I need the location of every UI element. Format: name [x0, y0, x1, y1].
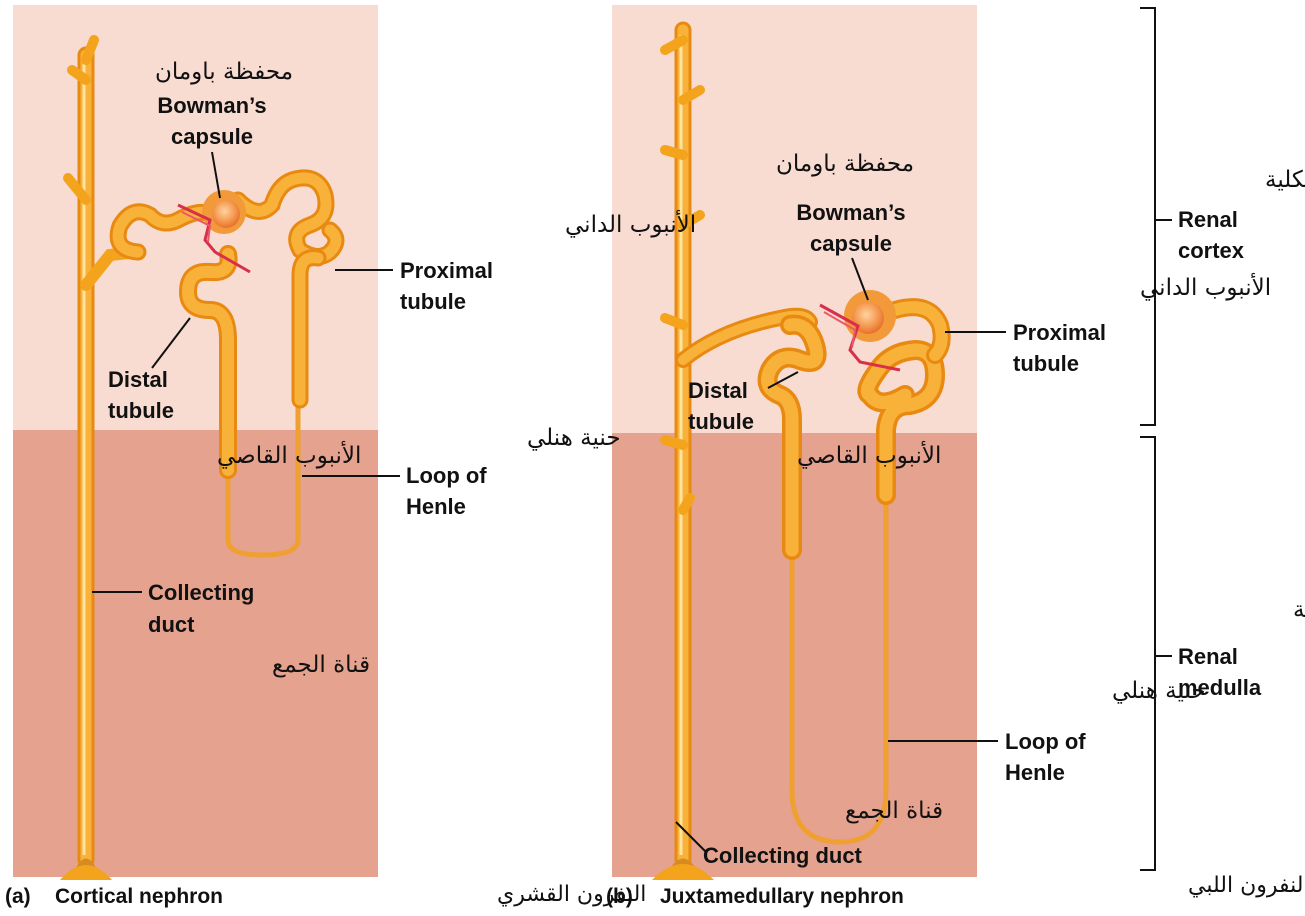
- panel-a-collecting-en-line1: Collecting: [148, 580, 254, 605]
- panel-b-proximal-ar: الأنبوب الداني: [1140, 273, 1271, 301]
- panel-b-caption-letter: (b): [606, 885, 633, 908]
- medulla-label-ar: لب الكلية: [1293, 597, 1305, 623]
- panel-a-distal-en-line1: Distal: [108, 367, 168, 392]
- panel-b-proximal-en-line2: tubule: [1013, 351, 1079, 376]
- medulla-label-en-line2: medulla: [1178, 675, 1262, 700]
- panel-b-bowman-ar: محفظة باومان: [776, 151, 914, 177]
- panel-a-loop-ar: حنية هنلي: [527, 425, 621, 451]
- panel-a-caption-en: Cortical nephron: [55, 885, 223, 908]
- panel-b-collecting-en: Collecting duct: [703, 843, 863, 868]
- panel-a-loop-en-line1: Loop of: [406, 463, 487, 488]
- panel-b-distal-en-line1: Distal: [688, 378, 748, 403]
- panel-a-caption-letter: (a): [5, 885, 31, 908]
- panel-a-proximal-ar: الأنبوب الداني: [565, 210, 696, 238]
- panel-b-distal-ar: الأنبوب القاصي: [797, 441, 941, 469]
- panel-b-collecting-ar: قناة الجمع: [845, 798, 943, 824]
- panel-a-distal-en-line2: tubule: [108, 398, 174, 423]
- panel-b-caption-ar: النفرون اللبي: [1188, 873, 1305, 898]
- panel-b-loop-en-line1: Loop of: [1005, 729, 1086, 754]
- panel-b-loop-en-line2: Henle: [1005, 760, 1065, 785]
- medulla-label-en-line1: Renal: [1178, 644, 1238, 669]
- panel-a-collecting-ar: قناة الجمع: [272, 652, 370, 678]
- panel-b-bowman-en-line1: Bowman’s: [796, 200, 905, 225]
- panel-a-collecting-en-line2: duct: [148, 612, 195, 637]
- panel-a-bowman-en-line1: Bowman’s: [157, 93, 266, 118]
- medulla-bracket: [1140, 437, 1155, 870]
- panel-b-proximal-en-line1: Proximal: [1013, 320, 1106, 345]
- cortex-label-en-line2: cortex: [1178, 238, 1245, 263]
- panel-a-bowman-ar: محفظة باومان: [155, 59, 293, 85]
- cortex-label-en-line1: Renal: [1178, 207, 1238, 232]
- cortex-bracket: [1140, 8, 1155, 425]
- panel-a-proximal-en-line1: Proximal: [400, 258, 493, 283]
- panel-a-bowman-en-line2: capsule: [171, 124, 253, 149]
- panel-b-bowman-en-line2: capsule: [810, 231, 892, 256]
- cortex-label-ar: قشرة الكلية: [1265, 167, 1305, 193]
- panel-b-distal-en-line2: tubule: [688, 409, 754, 434]
- panel-a-proximal-en-line2: tubule: [400, 289, 466, 314]
- panel-b-caption-en: Juxtamedullary nephron: [660, 885, 904, 908]
- panel-a-distal-ar: الأنبوب القاصي: [217, 441, 361, 469]
- panel-a-loop-en-line2: Henle: [406, 494, 466, 519]
